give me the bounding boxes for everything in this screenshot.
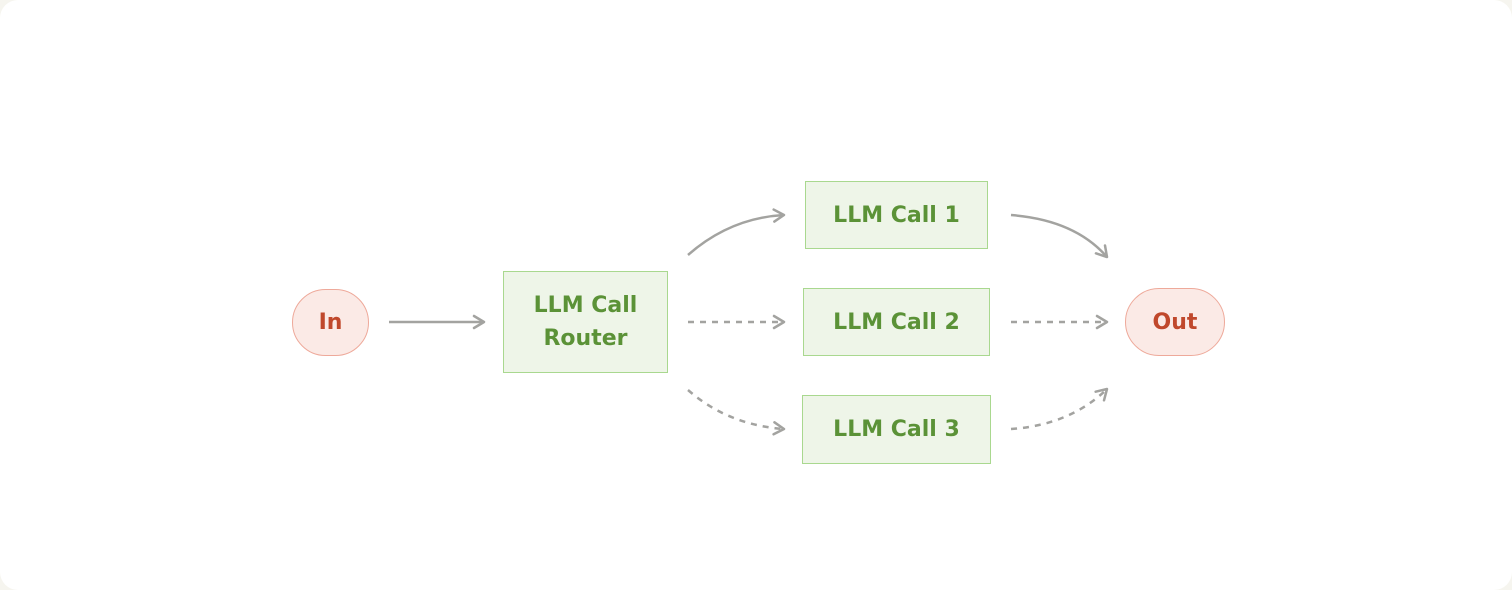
router-node: LLM Call Router bbox=[503, 271, 668, 373]
output-node-label: Out bbox=[1152, 309, 1198, 335]
arrow-call3-to-out bbox=[1010, 387, 1109, 431]
router-node-label-line2: Router bbox=[543, 326, 628, 351]
arrow-call1-to-out bbox=[1010, 213, 1109, 259]
llm-call-1-label: LLM Call 1 bbox=[833, 202, 960, 228]
llm-call-1-node: LLM Call 1 bbox=[805, 181, 988, 249]
router-node-label-line1: LLM Call bbox=[533, 293, 638, 318]
llm-call-2-node: LLM Call 2 bbox=[803, 288, 990, 356]
output-node: Out bbox=[1125, 288, 1225, 356]
llm-call-3-label: LLM Call 3 bbox=[833, 417, 960, 442]
llm-call-3-node: LLM Call 3 bbox=[802, 395, 991, 464]
input-node: In bbox=[292, 289, 369, 356]
arrow-router-to-call3 bbox=[687, 389, 786, 436]
arrow-router-to-call1 bbox=[687, 208, 786, 256]
llm-call-2-label: LLM Call 2 bbox=[833, 309, 960, 335]
input-node-label: In bbox=[318, 310, 343, 335]
